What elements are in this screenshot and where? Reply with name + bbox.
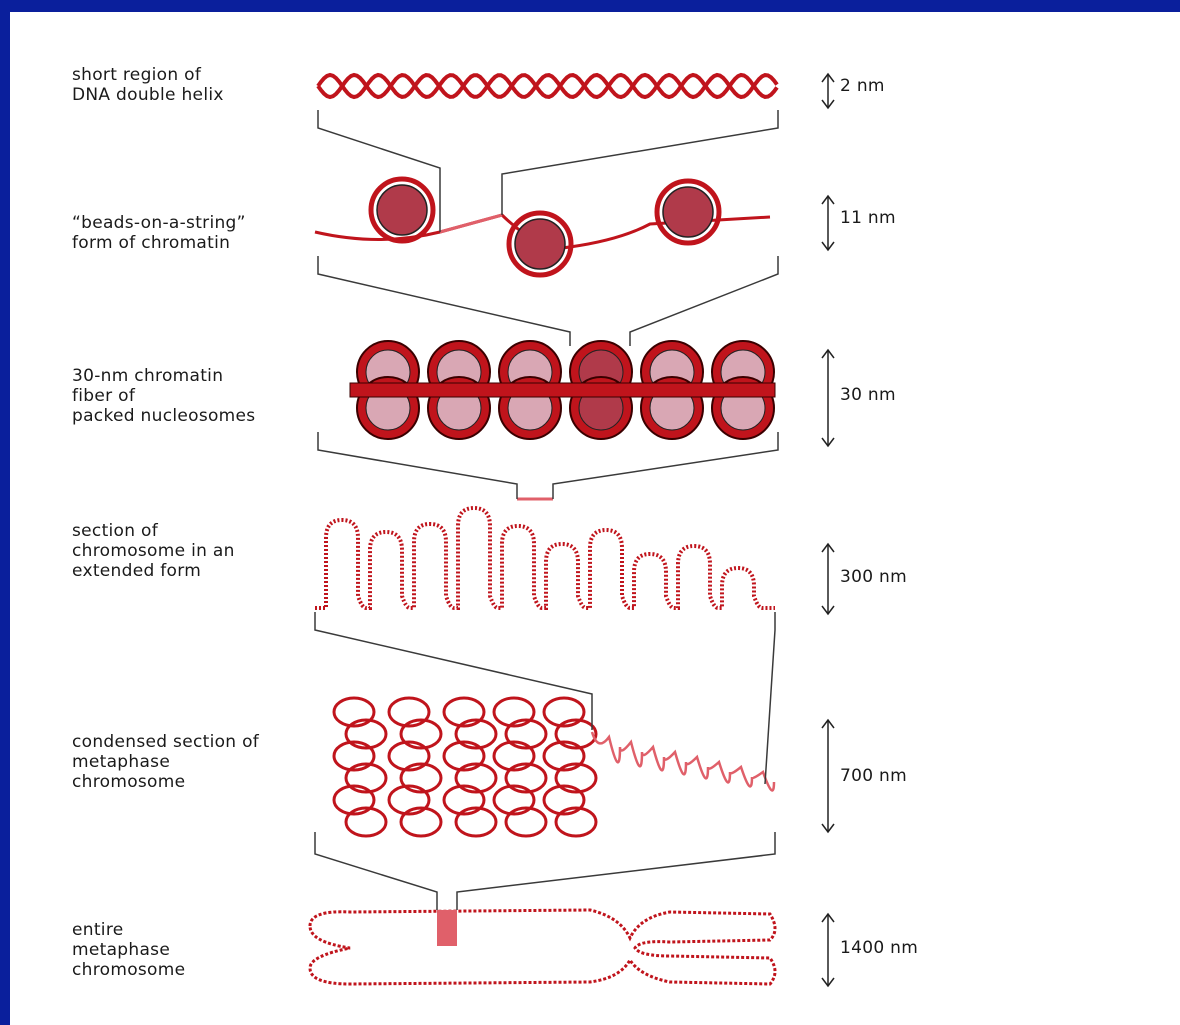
size-700nm: 700 nm xyxy=(840,766,907,786)
nucleosome-core xyxy=(515,219,565,269)
label-extended-chromosome-section: section of chromosome in an extended for… xyxy=(72,521,317,581)
chromosome-outline xyxy=(310,910,775,984)
linker-highlight xyxy=(440,215,502,232)
chromatin-diagram xyxy=(10,12,1180,1025)
size-1400nm: 1400 nm xyxy=(840,938,918,958)
size-300nm: 300 nm xyxy=(840,567,907,587)
connector-line xyxy=(630,256,778,346)
label-dna-double-helix: short region of DNA double helix xyxy=(72,65,317,105)
label-metaphase-chromosome: entire metaphase chromosome xyxy=(72,920,317,980)
extended-loops xyxy=(315,499,775,608)
size-30nm: 30 nm xyxy=(840,385,896,405)
30nm-fiber xyxy=(350,341,775,439)
loop-path xyxy=(315,508,775,608)
connector-line xyxy=(765,612,775,784)
chromosome-highlight xyxy=(437,910,457,946)
connector-line xyxy=(315,832,437,910)
size-2nm: 2 nm xyxy=(840,76,885,96)
connector-line xyxy=(553,432,778,499)
metaphase-chromosome xyxy=(310,910,775,984)
nucleosome-core xyxy=(663,187,713,237)
label-30nm-fiber: 30-nm chromatin fiber of packed nucleoso… xyxy=(72,366,317,426)
unwinding-fiber xyxy=(592,732,774,790)
connector-line xyxy=(318,432,517,499)
slide: short region of DNA double helix “beads-… xyxy=(10,12,1180,1025)
condensed-section xyxy=(334,698,774,836)
connector-line xyxy=(502,110,778,215)
fiber-axis xyxy=(350,383,775,397)
dna-double-helix xyxy=(318,75,777,97)
nucleosome-core xyxy=(377,185,427,235)
beads-on-a-string xyxy=(315,179,770,275)
size-11nm: 11 nm xyxy=(840,208,896,228)
label-condensed-section: condensed section of metaphase chromosom… xyxy=(72,732,317,792)
connector-line xyxy=(315,612,592,730)
label-beads-on-a-string: “beads-on-a-string” form of chromatin xyxy=(72,213,317,253)
connector-line xyxy=(318,256,570,346)
scale-arrows xyxy=(822,74,834,986)
connector-line xyxy=(457,832,775,910)
